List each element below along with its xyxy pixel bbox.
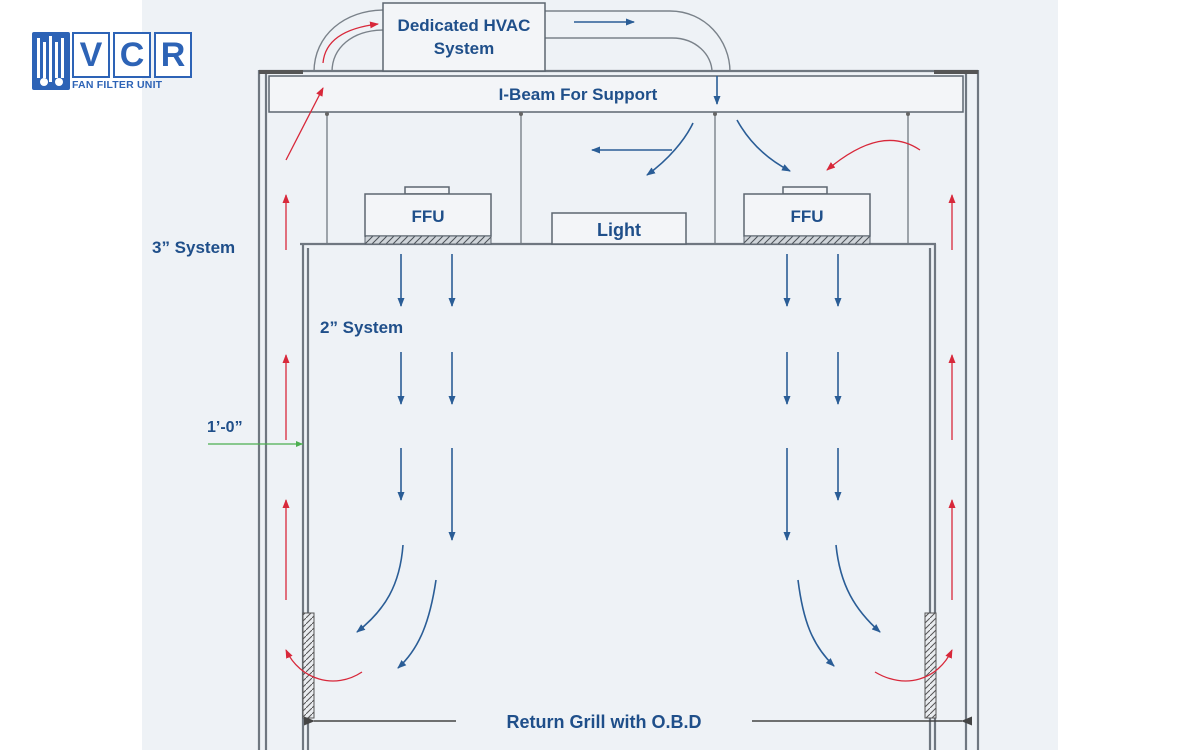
vcr-logo: V C R FAN FILTER UNIT (32, 32, 192, 91)
logo-subtitle: FAN FILTER UNIT (72, 79, 163, 91)
fan-filter-logo-icon (32, 32, 70, 90)
dimension-label: 1’-0” (207, 419, 243, 436)
return-grill-label: Return Grill with O.B.D (506, 712, 701, 732)
light-fixture (551, 212, 687, 245)
hvac-label-line2: System (434, 39, 494, 58)
return-airflow-arrows (282, 21, 956, 682)
ibeam (268, 75, 964, 113)
light-label: Light (597, 220, 641, 240)
hvac-duct (313, 9, 731, 73)
system-2in-label: 2” System (320, 318, 403, 337)
return-grill-left (302, 612, 315, 719)
ffu-left (364, 193, 492, 237)
logo-letters: V C R (72, 32, 192, 78)
outer-wall (257, 69, 980, 750)
ffu-right-label: FFU (790, 207, 823, 226)
logo-letter-r: R (154, 32, 192, 78)
ffu-left-filter (364, 235, 492, 245)
ffu-left-collar (404, 186, 450, 195)
hanger-rods (325, 112, 910, 244)
hvac-label-line1: Dedicated HVAC (398, 16, 531, 35)
ffu-right (743, 193, 871, 237)
hvac-unit (382, 2, 546, 72)
return-grill-right (924, 612, 937, 719)
ffu-right-filter (743, 235, 871, 245)
diagram-background (142, 0, 1058, 750)
ffu-right-collar (782, 186, 828, 195)
logo-letter-c: C (113, 32, 151, 78)
ibeam-label: I-Beam For Support (499, 85, 658, 104)
supply-airflow-arrows (356, 18, 881, 669)
ffu-left-label: FFU (411, 207, 444, 226)
logo-letter-v: V (72, 32, 110, 78)
system-3in-label: 3” System (152, 238, 235, 257)
